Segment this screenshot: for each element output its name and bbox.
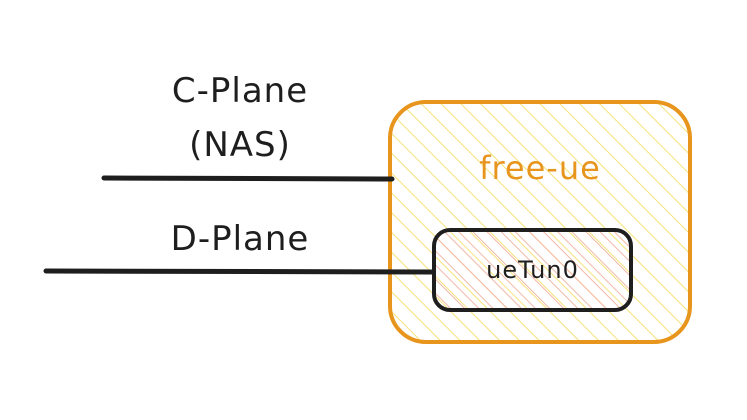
d-plane-line	[43, 268, 435, 275]
uetun0-box	[432, 228, 633, 312]
free-ue-label: free-ue	[479, 149, 601, 187]
c-plane-label: C-Plane	[171, 71, 309, 111]
nas-label: (NAS)	[189, 125, 291, 165]
c-plane-line	[101, 175, 395, 182]
uetun0-label: ueTun0	[486, 256, 579, 284]
d-plane-label: D-Plane	[170, 219, 310, 259]
